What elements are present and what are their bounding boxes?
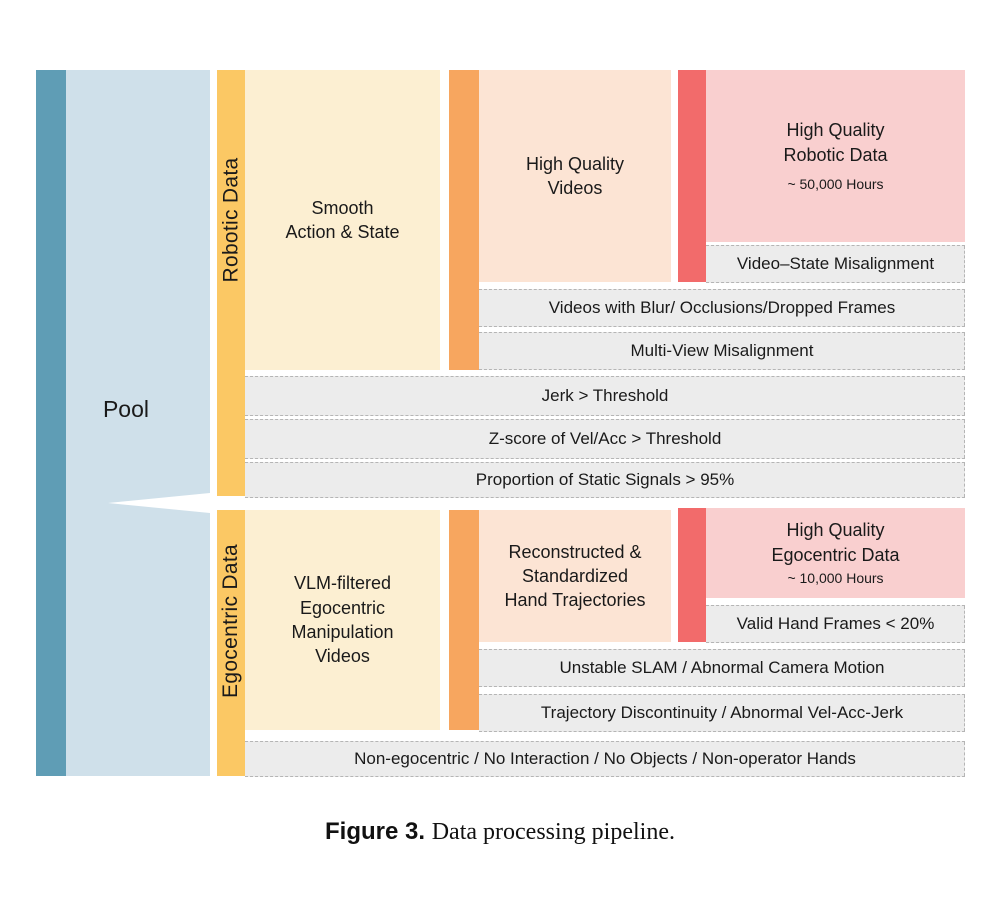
robotic-stage1-bar [217,70,245,496]
pool-label: Pool [102,396,150,423]
filter-video-blur-occlusions: Videos with Blur/ Occlusions/Dropped Fra… [479,289,965,327]
egocentric-stage1-box: VLM-filtered Egocentric Manipulation Vid… [245,510,440,730]
filter-valid-hand-frames: Valid Hand Frames < 20% [706,605,965,643]
egocentric-output-title: High Quality Egocentric Data [771,520,900,565]
robotic-output-box: High Quality Robotic Data ~ 50,000 Hours [706,70,965,242]
figure-caption-label: Figure 3. [325,818,426,845]
robotic-output-title: High Quality Robotic Data [783,120,888,165]
figure-caption-text: Data processing pipeline. [431,819,675,845]
figure-caption: Figure 3. Data processing pipeline. [0,818,1000,846]
filter-video-state-misalignment: Video–State Misalignment [706,245,965,283]
filter-jerk-threshold: Jerk > Threshold [245,376,965,416]
egocentric-output-hours: ~ 10,000 Hours [787,569,884,586]
filter-multi-view-misalignment: Multi-View Misalignment [479,332,965,370]
egocentric-output-box: High Quality Egocentric Data ~ 10,000 Ho… [706,508,965,598]
pool-panel [66,70,210,776]
filter-trajectory-discontinuity: Trajectory Discontinuity / Abnormal Vel-… [479,694,965,732]
filter-zscore-vel-acc: Z-score of Vel/Acc > Threshold [245,419,965,459]
robotic-stage2-box: High Quality Videos [479,70,671,282]
pipeline-diagram: Pool Robotic Data Smooth Action & State … [36,70,965,777]
robotic-output-hours: ~ 50,000 Hours [787,175,884,192]
pool-split-wedge [108,492,220,514]
filter-unstable-slam: Unstable SLAM / Abnormal Camera Motion [479,649,965,687]
robotic-stage2-bar [449,70,479,370]
robotic-data-label: Robotic Data [219,157,242,283]
pool-accent-bar [36,70,66,776]
egocentric-stage2-box: Reconstructed & Standardized Hand Trajec… [479,510,671,642]
egocentric-stage1-bar [217,510,245,776]
egocentric-stage2-bar [449,510,479,730]
robotic-output-bar [678,70,706,282]
robotic-stage1-box: Smooth Action & State [245,70,440,370]
egocentric-data-label: Egocentric Data [219,544,243,698]
filter-static-signals: Proportion of Static Signals > 95% [245,462,965,498]
egocentric-output-bar [678,508,706,642]
filter-non-egocentric: Non-egocentric / No Interaction / No Obj… [245,741,965,777]
